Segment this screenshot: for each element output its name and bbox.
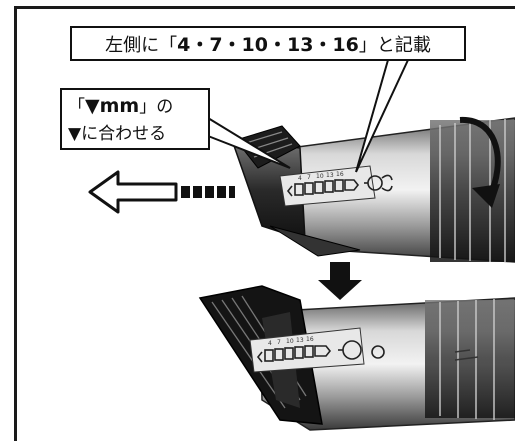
trimmer-top: 4 7 10 13 16 xyxy=(230,116,515,263)
slide-left-arrow xyxy=(88,170,235,214)
svg-text:13: 13 xyxy=(296,337,304,344)
svg-text:16: 16 xyxy=(336,171,344,178)
callout-top-values: 4・7・10・13・16 xyxy=(177,34,359,56)
callout-align-instruction: 「▼mm」の ▼に合わせる xyxy=(60,88,210,150)
svg-text:16: 16 xyxy=(306,336,314,343)
trimmer-top-scale xyxy=(286,174,393,197)
svg-text:7: 7 xyxy=(307,174,311,181)
down-arrow xyxy=(318,262,362,300)
callout-scale-label: 左側に「4・7・10・13・16」と記載 xyxy=(70,26,466,61)
callout-top-prefix: 左側に「 xyxy=(105,34,178,56)
trimmer-top-blade xyxy=(269,225,361,257)
callout-left-line1: 「▼mm」の xyxy=(68,93,202,121)
trimmer-top-scale-digits: 4 7 10 13 16 xyxy=(298,171,344,182)
callout-left-leader xyxy=(207,117,291,169)
svg-text:10: 10 xyxy=(286,338,294,345)
callout-top-leader xyxy=(355,59,409,173)
callout-left-close-bracket: 」の xyxy=(139,97,174,117)
svg-text:10: 10 xyxy=(316,173,324,180)
svg-text:13: 13 xyxy=(326,172,334,179)
trimmer-top-comb xyxy=(235,125,301,169)
figure-frame xyxy=(14,6,515,441)
callout-top-suffix: 」と記載 xyxy=(358,34,431,56)
trimmer-top-dial xyxy=(430,120,515,262)
callout-left-mm-marker: ▼mm xyxy=(85,95,140,117)
svg-text:4: 4 xyxy=(268,340,272,347)
callout-left-open-bracket: 「 xyxy=(68,97,85,117)
svg-text:4: 4 xyxy=(298,175,302,182)
callout-left-line2: ▼に合わせる xyxy=(68,124,167,144)
trimmer-bottom-scale xyxy=(256,340,385,363)
svg-text:7: 7 xyxy=(277,339,281,346)
trimmer-bottom: 4 7 10 13 16 xyxy=(198,285,515,431)
